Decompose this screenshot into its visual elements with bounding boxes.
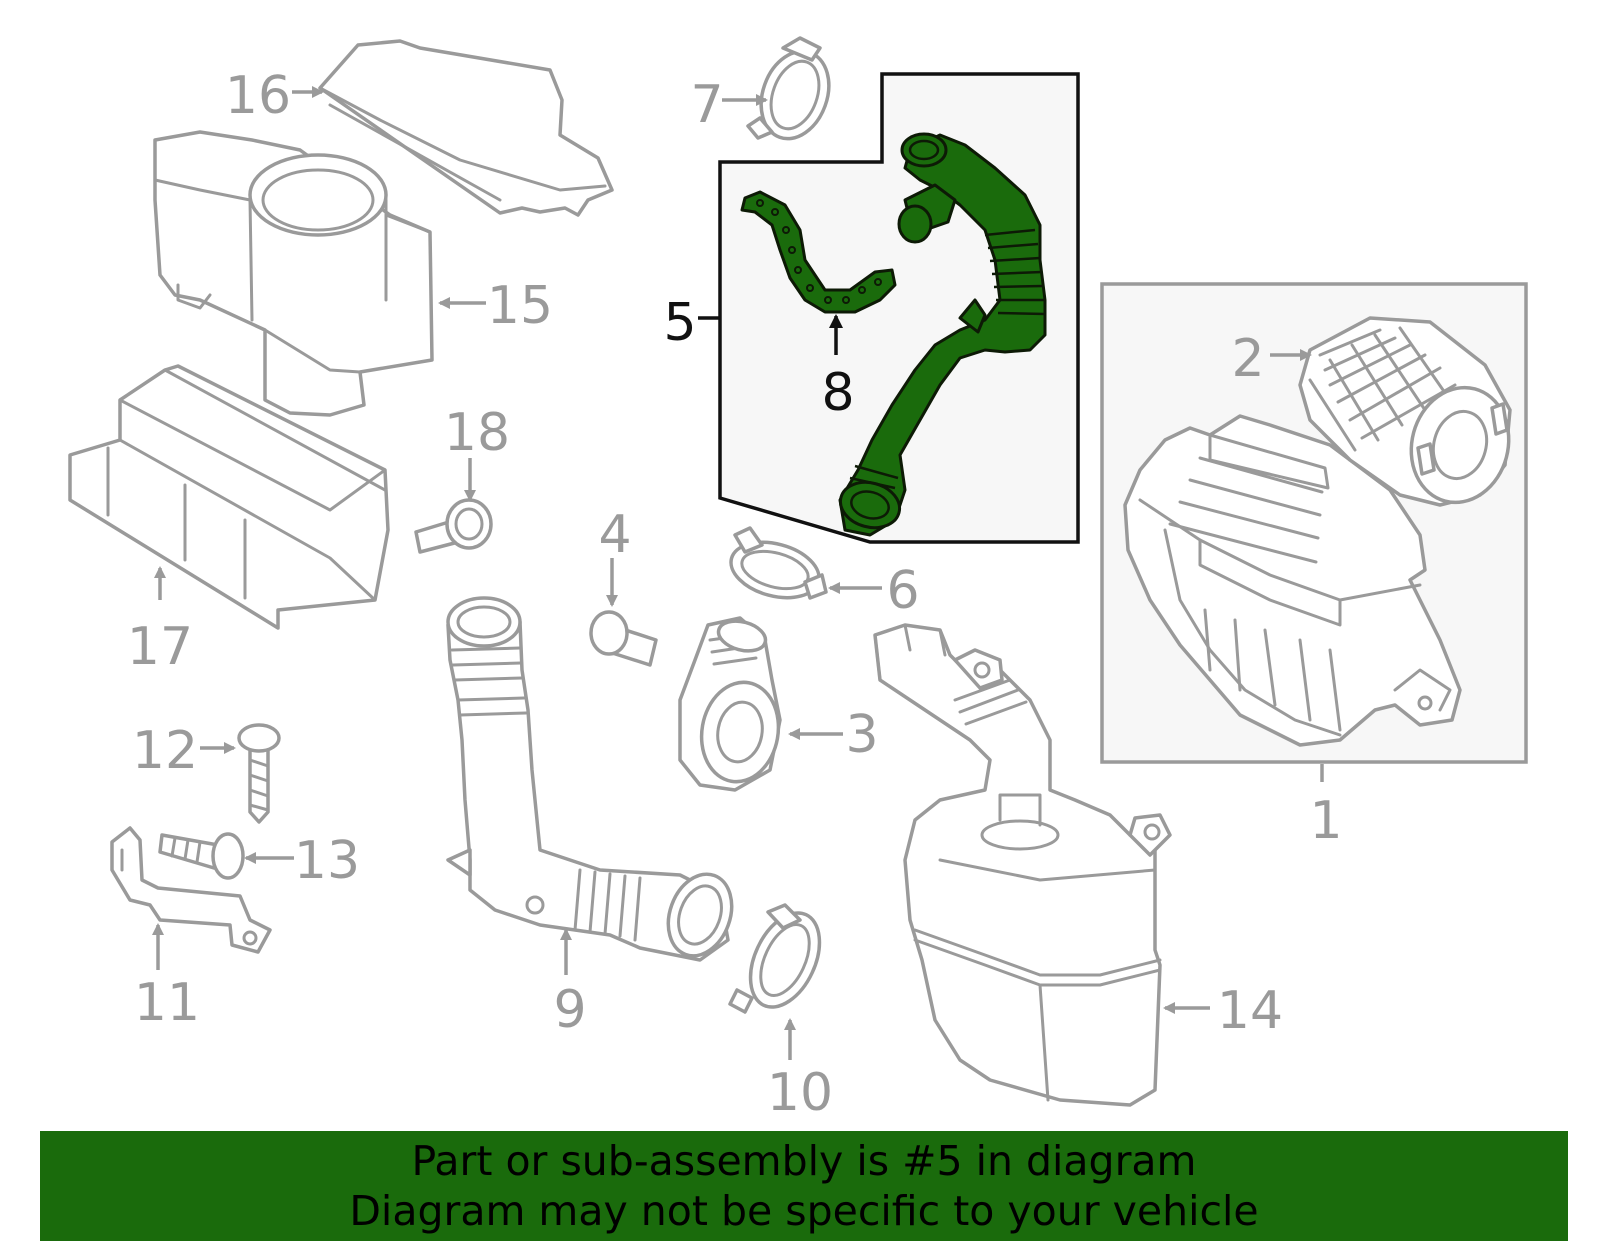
callout-17: 17 [127,617,193,677]
callout-3: 3 [845,705,878,765]
part-15-intake-housing[interactable] [153,130,434,417]
part-1-group[interactable] [1100,282,1528,764]
callout-2: 2 [1231,329,1264,389]
part-6-clamp[interactable] [725,526,828,607]
part-5-group[interactable] [718,72,1080,544]
part-7-clamp[interactable] [746,36,840,148]
callout-9: 9 [553,980,586,1040]
info-banner: Part or sub-assembly is #5 in diagram Di… [40,1131,1568,1241]
callout-7: 7 [690,75,723,135]
part-8-small-hose[interactable] [740,190,897,314]
part-9-intake-hose[interactable] [446,596,743,965]
part-10-clamp[interactable] [728,902,833,1018]
callout-labels: 1 2 3 4 5 6 7 8 9 10 11 12 13 14 15 16 1… [127,66,1343,1123]
leader-lines [152,86,1324,1060]
callout-5: 5 [663,293,696,353]
callout-4: 4 [598,505,631,565]
part-16-cover[interactable] [318,39,614,217]
callout-8: 8 [821,363,854,423]
banner-line-2: Diagram may not be specific to your vehi… [349,1187,1259,1235]
part-3-elbow[interactable] [678,616,786,792]
part-11-bracket[interactable] [110,826,272,954]
banner-line-1: Part or sub-assembly is #5 in diagram [411,1137,1197,1185]
part-17-duct[interactable] [68,364,390,630]
part-2-filter[interactable] [1298,316,1521,513]
callout-1: 1 [1309,791,1342,851]
callout-16: 16 [225,66,291,126]
callout-13: 13 [294,831,360,891]
callout-12: 12 [132,721,198,781]
callout-18: 18 [444,403,510,463]
callout-6: 6 [886,561,919,621]
part-14-resonator[interactable] [873,623,1172,1107]
part-18-bolt[interactable] [414,498,493,554]
callout-15: 15 [487,276,553,336]
part-13-bolt[interactable] [158,832,245,880]
callout-10: 10 [767,1063,833,1123]
callout-14: 14 [1217,981,1283,1041]
callout-11: 11 [134,973,200,1033]
part-12-screw[interactable] [237,723,281,824]
part-4-bolt[interactable] [589,610,658,667]
